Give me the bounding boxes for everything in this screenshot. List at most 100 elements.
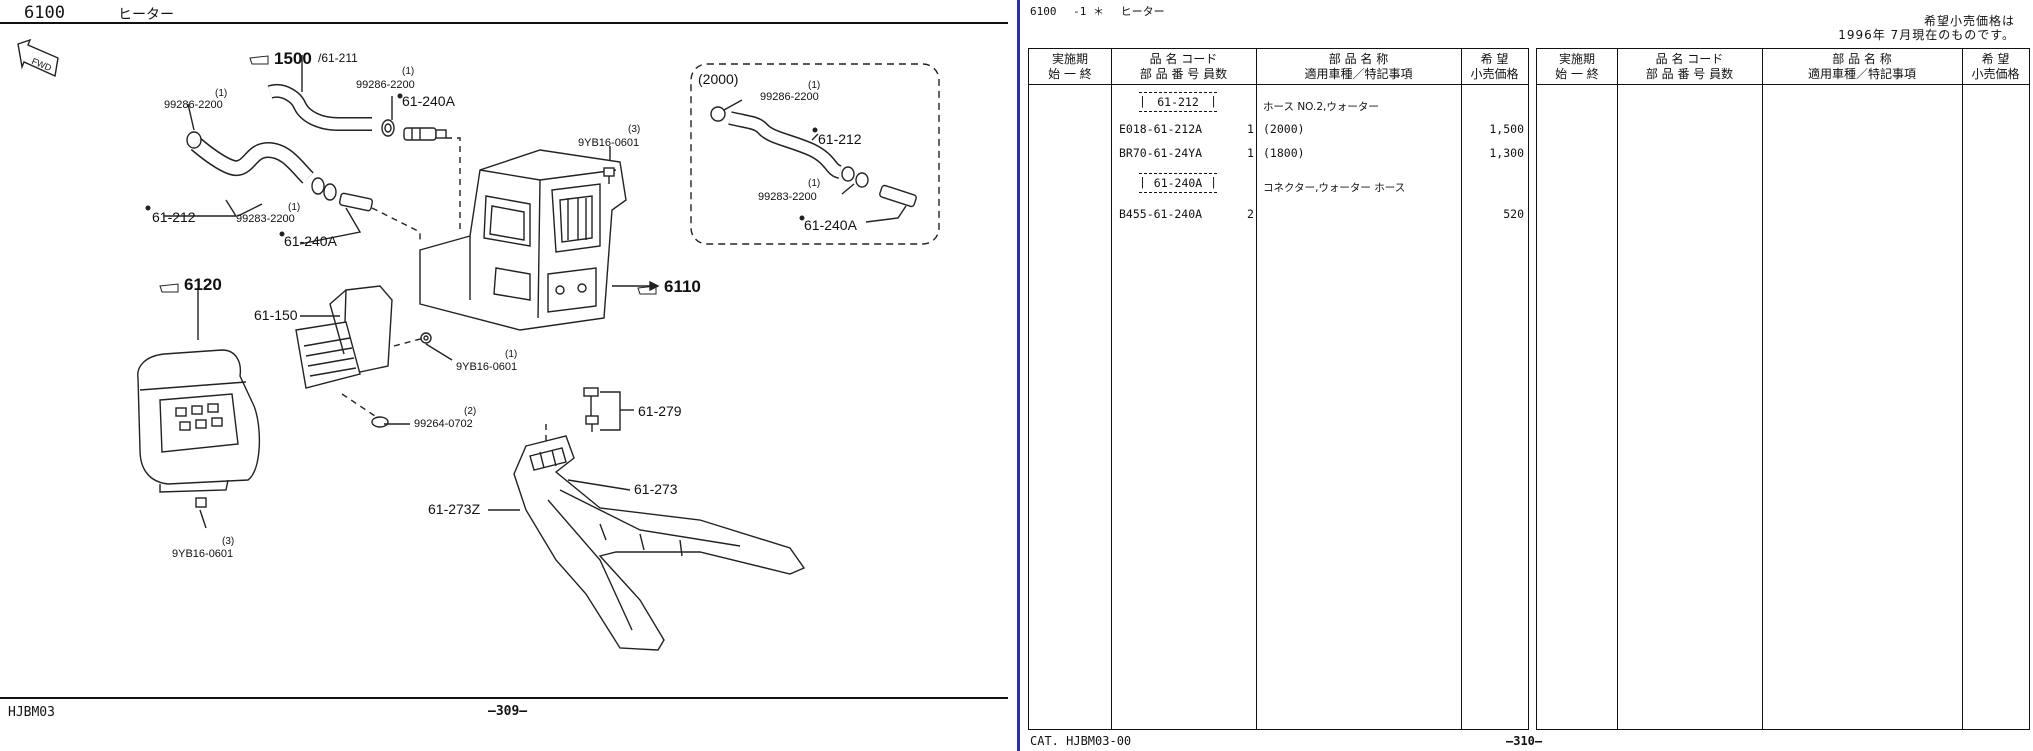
right-page: 6100 -1 ＊ ヒーター 希望小売価格は 1996年 7月現在のものです。 …: [1022, 0, 2033, 751]
header-title: ヒーター: [1120, 5, 1165, 18]
qty-label: (1): [288, 202, 300, 213]
th-name-2: 適用車種／特記事項: [1304, 67, 1413, 81]
qty-label: (3): [222, 536, 234, 547]
hose-clamp-icon: [381, 119, 395, 137]
part-qty: 1: [1247, 146, 1254, 160]
part-label-99264-0702: 99264-0702: [414, 418, 473, 430]
group-name: コネクター,ウォーター ホース: [1263, 182, 1406, 194]
hose-connector-icon: [338, 192, 374, 212]
th-name-1: 部 品 名 称: [1328, 52, 1389, 66]
group-name: ホース NO.2,ウォーター: [1263, 101, 1379, 113]
th-code-2: 部 品 番 号 員数: [1139, 67, 1228, 81]
nut-icon: [195, 497, 207, 508]
col-name: 部 品 名 称適用車種／特記事項: [1256, 49, 1462, 729]
col-code: 品 名 コード部 品 番 号 員数: [1617, 49, 1763, 729]
right-page-header: 6100 -1 ＊ ヒーター: [1030, 3, 1175, 19]
hose-61-212-icon: [190, 137, 314, 184]
th-period-2: 始 一 終: [1555, 67, 1599, 81]
qty-label: (1): [215, 88, 227, 99]
page-number: —309—: [488, 704, 528, 719]
th-code-2: 部 品 番 号 員数: [1645, 67, 1734, 81]
callout-6110: 6110: [664, 277, 701, 296]
rear-heat-duct-icon: [513, 435, 806, 651]
price-note-line1: 希望小売価格は: [1923, 14, 2015, 28]
col-price: 希 望小売価格: [1962, 49, 2029, 729]
price-note: 希望小売価格は 1996年 7月現在のものです。: [1838, 14, 2015, 42]
group-code-box: 61-240A: [1139, 173, 1217, 193]
screw-icon: [603, 167, 615, 184]
part-label-61-279: 61-279: [638, 403, 682, 419]
part-note: (1800): [1263, 146, 1305, 160]
th-price-2: 小売価格: [1470, 67, 1519, 81]
footer-rule: [0, 697, 1008, 699]
header-rule: [0, 22, 1008, 24]
header-sub: -1 ＊: [1073, 5, 1104, 18]
part-label-99283-2200-b: 99283-2200: [758, 191, 817, 203]
section-code: 6100: [24, 3, 65, 23]
callout-6120: 6120: [184, 275, 222, 294]
col-price: 希 望小売価格: [1461, 49, 1529, 729]
inset-label-2000: (2000): [698, 71, 738, 87]
part-label-99286-2200-c: 99286-2200: [760, 91, 819, 103]
hose-connector-icon: [879, 184, 917, 208]
hose-clamp-icon: [186, 131, 337, 201]
part-label-99286-2200-b: 99286-2200: [356, 79, 415, 91]
th-price-1: 希 望: [1981, 52, 2010, 66]
th-name-2: 適用車種／特記事項: [1807, 67, 1916, 81]
page-divider: [1017, 0, 1020, 751]
screw-icon: [583, 387, 599, 432]
callout-1500: 1500: [274, 49, 312, 68]
th-name-1: 部 品 名 称: [1832, 52, 1892, 66]
part-label-61-240A-a: 61-240A: [402, 93, 456, 109]
part-qty: 2: [1247, 207, 1254, 221]
part-label-61-150: 61-150: [254, 307, 298, 323]
part-label-61-273Z: 61-273Z: [428, 501, 481, 517]
blower-unit-icon: [137, 349, 261, 493]
hose-connector-icon: [403, 127, 447, 141]
parts-price-table-empty: 実施期始 一 終 品 名 コード部 品 番 号 員数 部 品 名 称適用車種／特…: [1536, 48, 2030, 730]
variant-2000-inset-frame: [690, 63, 940, 245]
part-label-61-273: 61-273: [634, 481, 678, 497]
callout-1500-sub: /61-211: [318, 51, 358, 65]
part-label-99283-2200-a: 99283-2200: [236, 213, 295, 225]
col-name: 部 品 名 称適用車種／特記事項: [1762, 49, 1963, 729]
th-code-1: 品 名 コード: [1655, 52, 1724, 66]
qty-label: (1): [402, 66, 414, 77]
part-label-61-212-a: 61-212: [152, 209, 196, 225]
part-label-61-212-b: 61-212: [818, 131, 862, 147]
col-period: 実施期始 一 終: [1537, 49, 1618, 729]
intake-duct-icon: [295, 285, 393, 389]
part-label-9YB16-0601-b: 9YB16-0601: [456, 361, 517, 373]
parts-price-table: 実施期始 一 終 品 名 コード部 品 番 号 員数 部 品 名 称適用車種／特…: [1028, 48, 1529, 730]
th-period-1: 実施期: [1051, 52, 1088, 66]
part-number: B455-61-240A: [1119, 207, 1203, 221]
part-label-9YB16-0601-a: 9YB16-0601: [578, 137, 639, 149]
qty-label: (2): [464, 406, 476, 417]
th-price-1: 希 望: [1480, 52, 1509, 66]
part-number: BR70-61-24YA: [1119, 146, 1203, 160]
inset-hose-61-212-icon: [728, 111, 843, 179]
catalog-code: HJBM03: [8, 705, 55, 720]
col-period: 実施期始 一 終: [1029, 49, 1112, 729]
qty-label: (3): [628, 124, 640, 135]
col-code: 品 名 コード部 品 番 号 員数: [1111, 49, 1257, 729]
part-price: 520: [1503, 207, 1524, 221]
group-code-box: 61-212: [1139, 92, 1217, 112]
part-price: 1,300: [1489, 146, 1524, 160]
part-qty: 1: [1247, 122, 1254, 136]
left-page: 6100 ヒーター HJBM03 —309— FWD: [0, 0, 1015, 751]
header-code: 6100: [1030, 5, 1057, 18]
part-label-61-240A-b: 61-240A: [284, 233, 338, 249]
section-title: ヒーター: [118, 7, 174, 23]
th-code-1: 品 名 コード: [1149, 52, 1218, 66]
part-label-99286-2200-a: 99286-2200: [164, 99, 223, 111]
screw-icon: [371, 416, 410, 428]
part-note: (2000): [1263, 122, 1305, 136]
fwd-arrow-icon: FWD: [17, 38, 59, 78]
heater-unit-icon: [419, 149, 627, 331]
hose-clamp-icon: [710, 106, 869, 188]
catalog-id: CAT. HJBM03-00: [1030, 734, 1132, 748]
nut-icon: [420, 332, 432, 344]
page-number: —310—: [1506, 734, 1543, 748]
part-label-9YB16-0601-c: 9YB16-0601: [172, 548, 233, 560]
